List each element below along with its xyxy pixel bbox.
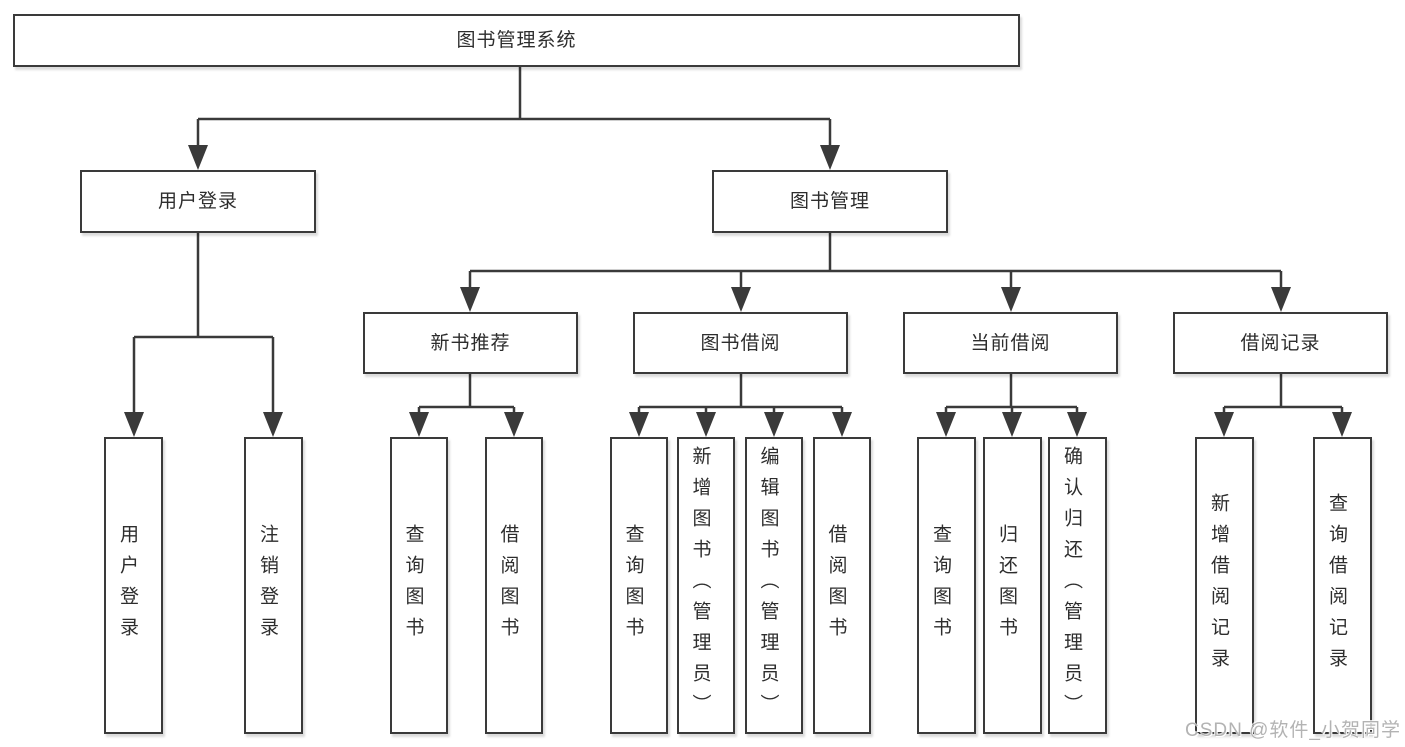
node-current-borrowing: 当前借阅: [903, 312, 1118, 374]
node-label: 新书推荐: [430, 332, 511, 354]
node-label: 图书借阅: [700, 332, 781, 354]
leaf-edit-books-admin: 编辑图书（管理员）: [745, 437, 803, 734]
leaf-label: 查询图书: [622, 523, 644, 648]
leaf-query-books-borrowing: 查询图书: [610, 437, 668, 734]
leaf-logout: 注销登录: [244, 437, 303, 734]
leaf-label: 借阅图书: [497, 523, 519, 648]
leaf-add-books-admin: 新增图书（管理员）: [677, 437, 735, 734]
node-new-book-recommendation: 新书推荐: [363, 312, 578, 374]
node-label: 图书管理系统: [456, 30, 577, 51]
leaf-return-books: 归还图书: [983, 437, 1042, 734]
leaf-label: 查询图书: [402, 523, 424, 648]
leaf-confirm-return-admin: 确认归还（管理员）: [1048, 437, 1107, 734]
leaf-label: 查询图书: [930, 523, 951, 648]
connector-shafts: [132, 66, 1344, 417]
leaf-label: 查询借阅记录: [1326, 492, 1347, 679]
leaf-borrow-books: 借阅图书: [813, 437, 871, 734]
node-label: 用户登录: [157, 191, 238, 212]
node-label: 图书管理: [789, 191, 870, 212]
leaf-query-borrow-record: 查询借阅记录: [1313, 437, 1372, 734]
leaf-add-borrow-record: 新增借阅记录: [1195, 437, 1254, 734]
leaf-user-login: 用户登录: [104, 437, 163, 734]
node-label: 当前借阅: [970, 332, 1051, 354]
leaf-label: 注销登录: [257, 523, 278, 648]
arrow-down-icons: [124, 145, 1352, 437]
leaf-query-books-recommend: 查询图书: [390, 437, 448, 734]
leaf-borrow-books-recommend: 借阅图书: [485, 437, 543, 734]
node-book-borrowing: 图书借阅: [633, 312, 848, 374]
leaf-label: 确认归还（管理员）: [1061, 446, 1082, 725]
node-user-login: 用户登录: [80, 170, 316, 233]
leaf-label: 编辑图书（管理员）: [757, 446, 779, 725]
node-borrowing-records: 借阅记录: [1173, 312, 1388, 374]
leaf-query-books-current: 查询图书: [917, 437, 976, 734]
node-book-management: 图书管理: [712, 170, 948, 233]
leaf-label: 归还图书: [996, 523, 1017, 648]
leaf-label: 新增借阅记录: [1208, 492, 1229, 679]
watermark: CSDN @软件_小贺同学: [1185, 720, 1401, 741]
leaf-label: 新增图书（管理员）: [689, 446, 711, 725]
leaf-label: 借阅图书: [825, 523, 847, 648]
node-label: 借阅记录: [1240, 332, 1321, 354]
node-library-management-system: 图书管理系统: [13, 14, 1020, 67]
leaf-label: 用户登录: [117, 523, 138, 648]
